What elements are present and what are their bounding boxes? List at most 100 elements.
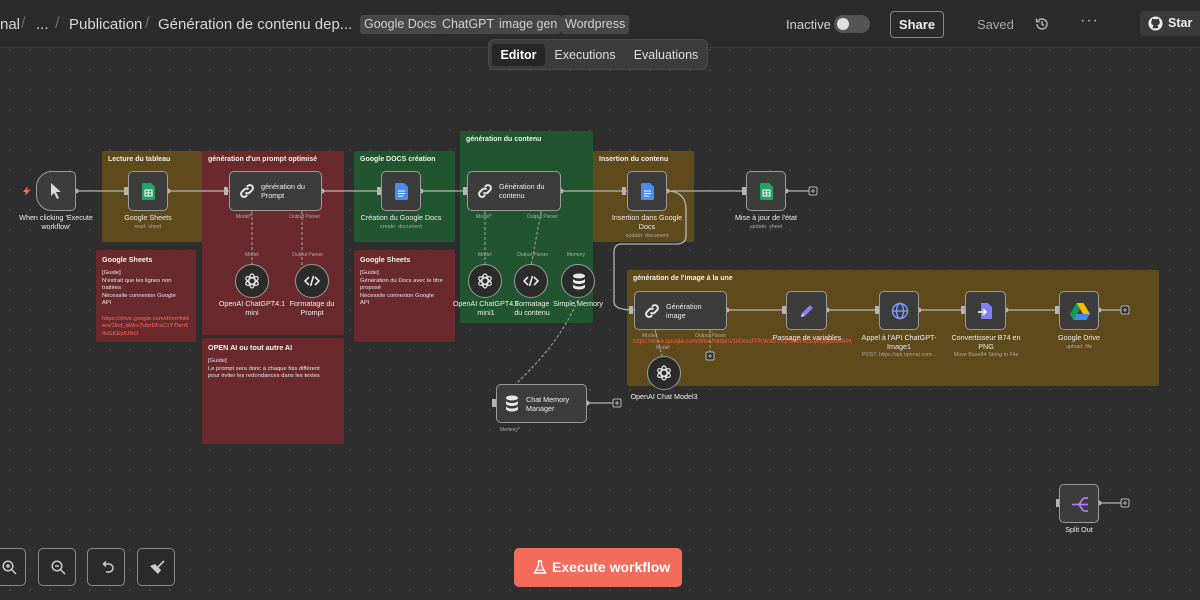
share-button[interactable]: Share bbox=[890, 11, 944, 38]
node-openai-chatgpt41-1[interactable] bbox=[468, 264, 502, 298]
node-label: Convertisseur B74 en PNG bbox=[951, 333, 1021, 351]
node-api-chatgpt-image[interactable] bbox=[879, 291, 919, 330]
port-label-output-parser: Output Parser bbox=[695, 333, 727, 339]
node-label: Formatage du Prompt bbox=[289, 299, 335, 317]
sticky-title: Insertion du contenu bbox=[599, 156, 669, 163]
breadcrumb-separator: / bbox=[21, 15, 26, 32]
node-openai-chat-model3[interactable] bbox=[647, 356, 681, 390]
node-formatage-prompt[interactable] bbox=[295, 264, 329, 298]
node-chat-memory-manager[interactable]: Chat Memory Manager bbox=[496, 384, 587, 423]
node-simple-memory[interactable] bbox=[561, 264, 595, 298]
google-drive-url: https://drive.google.com/drive/folders/1… bbox=[633, 339, 852, 345]
note-line: traitées bbox=[102, 285, 122, 291]
reset-zoom-button[interactable] bbox=[87, 548, 125, 586]
tab-executions[interactable]: Executions bbox=[554, 48, 616, 62]
note-google-sheets-2[interactable]: Google Sheets [Guide] Génération du Docs… bbox=[354, 250, 455, 342]
node-split-out[interactable] bbox=[1059, 484, 1099, 523]
pencil-icon bbox=[801, 305, 813, 317]
note-line: Nécessite connexion Google bbox=[360, 292, 434, 299]
sticky-title: Google DOCS création bbox=[360, 156, 436, 163]
note-line: API bbox=[360, 300, 370, 306]
note-line: N'extrait que les lignes non bbox=[102, 277, 172, 284]
node-label: OpenAI Chat Model3 bbox=[630, 392, 698, 401]
zoom-in-button[interactable] bbox=[0, 548, 26, 586]
node-label: Génération du contenu bbox=[499, 182, 545, 200]
active-toggle[interactable] bbox=[834, 15, 870, 33]
tab-editor[interactable]: Editor bbox=[492, 44, 545, 66]
node-label: OpenAI ChatGPT4.1 mini1 bbox=[452, 299, 520, 317]
node-generation-prompt[interactable]: génération du Prompt bbox=[229, 171, 322, 211]
note-title: Google Sheets bbox=[360, 255, 411, 264]
code-icon bbox=[304, 275, 320, 287]
node-label: When clicking 'Execute workflow' bbox=[19, 213, 93, 231]
note-line: [Guide] bbox=[208, 358, 227, 364]
port-label-model: Model bbox=[478, 252, 492, 258]
node-label: Création du Google Docs bbox=[360, 213, 442, 222]
node-label: Passage de variables bbox=[772, 333, 842, 342]
github-star-label: Star bbox=[1168, 16, 1193, 30]
note-link[interactable]: https://drive.google.com/drive/folders/1… bbox=[102, 315, 189, 337]
note-line: proposé bbox=[360, 285, 381, 291]
node-passage-variables[interactable] bbox=[786, 291, 827, 330]
google-docs-icon bbox=[395, 183, 408, 200]
view-tabs: Editor Executions Evaluations bbox=[488, 39, 708, 70]
flask-icon bbox=[533, 560, 547, 574]
note-line: [Guide] bbox=[360, 270, 379, 276]
note-line: pour éviter les redondances dans les tex… bbox=[208, 373, 320, 379]
node-label: Appel à l'API ChatGPT-Image1 bbox=[861, 333, 937, 351]
google-sheets-icon bbox=[142, 183, 155, 200]
active-status-label: Inactive bbox=[786, 17, 831, 32]
port-label-model: Model* bbox=[476, 214, 492, 220]
node-generation-image[interactable]: Génération image bbox=[634, 291, 727, 330]
node-google-sheets[interactable] bbox=[128, 171, 168, 211]
tag-google-docs[interactable]: Google Docs bbox=[360, 15, 441, 34]
node-creation-google-docs[interactable] bbox=[381, 171, 421, 211]
breadcrumb-ellipsis[interactable]: ... bbox=[36, 16, 49, 33]
workflow-title[interactable]: Génération de contenu dep... bbox=[158, 16, 353, 33]
history-icon[interactable] bbox=[1034, 16, 1050, 32]
openai-icon bbox=[478, 273, 492, 289]
node-label: OpenAI ChatGPT4.1 mini bbox=[218, 299, 286, 317]
node-formatage-contenu[interactable] bbox=[514, 264, 548, 298]
ai-agent-icon bbox=[478, 184, 492, 198]
node-mise-a-jour-etat[interactable] bbox=[746, 171, 786, 211]
google-docs-icon bbox=[641, 183, 654, 200]
globe-icon bbox=[891, 302, 909, 320]
node-convertisseur-png[interactable] bbox=[965, 291, 1006, 330]
note-openai[interactable]: OPEN AI ou tout autre AI [Guide] Le prom… bbox=[202, 338, 344, 444]
lightning-icon bbox=[23, 186, 30, 196]
breadcrumb-folder[interactable]: Publication bbox=[69, 16, 143, 33]
note-title: Google Sheets bbox=[102, 255, 153, 264]
node-label: Insertion dans Google Docs bbox=[611, 213, 683, 231]
node-label: Split Out bbox=[1065, 525, 1093, 534]
port-label-model: Model bbox=[245, 252, 259, 258]
node-google-drive[interactable] bbox=[1059, 291, 1099, 330]
tidy-up-button[interactable] bbox=[137, 548, 175, 586]
node-label: génération du Prompt bbox=[261, 182, 305, 200]
breadcrumb-project[interactable]: nal bbox=[0, 16, 21, 33]
tab-evaluations[interactable]: Evaluations bbox=[633, 48, 699, 62]
tag-image-gen[interactable]: image gen bbox=[495, 15, 562, 34]
node-insertion-google-docs[interactable] bbox=[627, 171, 667, 211]
more-options-icon[interactable]: ··· bbox=[1080, 12, 1099, 29]
port-label-memory: Memory* bbox=[500, 427, 521, 433]
port-label-model: Model bbox=[656, 345, 670, 351]
execute-workflow-button[interactable]: Execute workflow bbox=[514, 548, 682, 587]
node-generation-contenu[interactable]: Génération du contenu bbox=[467, 171, 561, 211]
zoom-out-button[interactable] bbox=[38, 548, 76, 586]
note-line: [Guide] bbox=[102, 270, 121, 276]
undo-icon bbox=[102, 560, 114, 573]
tag-chatgpt[interactable]: ChatGPT bbox=[438, 15, 499, 34]
code-icon bbox=[523, 275, 539, 287]
node-subtitle: Move Base64 String to File bbox=[953, 352, 1019, 358]
node-openai-chatgpt41[interactable] bbox=[235, 264, 269, 298]
zoom-out-icon bbox=[51, 560, 66, 575]
google-sheets-icon bbox=[760, 183, 773, 200]
node-manual-trigger[interactable] bbox=[36, 171, 76, 211]
port-label-output-parser: Output Parser bbox=[292, 252, 324, 258]
node-subtitle: update: sheet bbox=[749, 224, 783, 230]
tag-wordpress[interactable]: Wordpress bbox=[561, 15, 630, 34]
note-google-sheets-1[interactable]: Google Sheets [Guide] N'extrait que les … bbox=[96, 250, 196, 342]
database-icon bbox=[506, 395, 518, 412]
split-icon bbox=[1072, 497, 1088, 512]
